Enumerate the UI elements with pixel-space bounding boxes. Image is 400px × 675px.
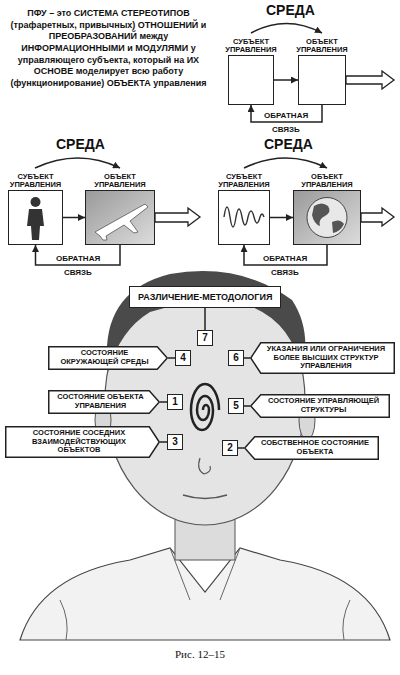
connector <box>244 245 327 265</box>
person-icon <box>27 197 44 240</box>
node-text: 2 <box>223 441 237 454</box>
callout-arrow: СОСТОЯНИЕ ОКРУЖАЮЩЕЙ СРЕДЫ <box>48 346 168 370</box>
feedback-label: СВЯЗЬ <box>271 268 299 277</box>
callout-outline <box>6 427 160 458</box>
connector <box>204 308 206 330</box>
feedback-label: СВЯЗЬ <box>64 268 92 277</box>
callout-arrow: СОСТОЯНИЕ УПРАВЛЯЮЩЕЙ СТРУКТУРЫ <box>250 394 390 418</box>
connector <box>270 217 293 219</box>
control-block: ОБЪЕКТ УПРАВЛЕНИЯ <box>298 55 346 105</box>
environment-label: СРЕДА <box>56 136 105 152</box>
callout-number: 7 <box>197 330 213 346</box>
control-block: ОБЪЕКТ УПРАВЛЕНИЯ <box>85 190 155 245</box>
connector <box>274 79 298 81</box>
connector <box>160 441 167 443</box>
figure-caption: Рис. 12–15 <box>175 648 225 660</box>
callout-arrow: СОСТОЯНИЕ СОСЕДНИХ ВЗАИМОДЕЙСТВУЮЩИХ ОБЪ… <box>5 426 160 458</box>
node-text: 5 <box>229 399 243 412</box>
airplane-icon <box>86 191 154 244</box>
node-text: 1 <box>168 395 182 408</box>
environment-label: СРЕДА <box>264 136 313 152</box>
node-text: 4 <box>176 351 190 364</box>
callout-outline <box>251 343 395 374</box>
callout-number: 5 <box>228 398 244 414</box>
callout-arrow: УКАЗАНИЯ ИЛИ ОГРАНИЧЕНИЯ БОЛЕЕ ВЫСШИХ СТ… <box>250 342 395 374</box>
node-text: СОБСТВЕННОЕ СОСТОЯНИЕ ОБЪЕКТА <box>256 439 374 456</box>
callout-outline <box>245 437 379 460</box>
globe-icon <box>294 191 360 244</box>
callout-number: 1 <box>167 394 183 410</box>
callout-outline <box>251 395 390 418</box>
connector <box>63 217 85 219</box>
block-heading: ОБЪЕКТ УПРАВЛЕНИЯ <box>294 173 360 190</box>
callout-arrow: СОБСТВЕННОЕ СОСТОЯНИЕ ОБЪЕКТА <box>244 436 379 460</box>
callout-arrow: СОСТОЯНИЕ ОБЪЕКТА УПРАВЛЕНИЯ <box>48 390 160 414</box>
callout-number: 2 <box>222 440 238 456</box>
connector <box>244 357 250 359</box>
spiral <box>191 384 219 430</box>
edge-label: ОБРАТНАЯ <box>54 254 102 263</box>
node-text: 6 <box>229 351 243 364</box>
node-text: 7 <box>198 331 212 344</box>
node-text: СОСТОЯНИЕ ОБЪЕКТА УПРАВЛЕНИЯ <box>53 393 148 410</box>
node-text: СОСТОЯНИЕ ОКРУЖАЮЩЕЙ СРЕДЫ <box>53 349 156 366</box>
definition-text: ПФУ – это СИСТЕМА СТЕРЕОТИПОВ (трафаретн… <box>6 8 211 90</box>
block-heading: СУБЪЕКТ УПРАВЛЕНИЯ <box>218 38 284 55</box>
control-block: СУБЪЕКТ УПРАВЛЕНИЯ <box>218 190 270 245</box>
edge-label: ОБРАТНАЯ <box>262 111 310 120</box>
connector <box>160 401 167 403</box>
callout-number: 4 <box>175 350 191 366</box>
connector <box>251 105 322 122</box>
node-text: 3 <box>168 435 182 448</box>
control-block: СУБЪЕКТ УПРАВЛЕНИЯ <box>8 190 63 245</box>
block-heading: СУБЪЕКТ УПРАВЛЕНИЯ <box>3 173 69 190</box>
callout-outline <box>49 347 168 370</box>
wave-icon <box>224 207 264 227</box>
connector <box>238 447 244 449</box>
node-text: СОСТОЯНИЕ СОСЕДНИХ ВЗАИМОДЕЙСТВУЮЩИХ ОБЪ… <box>10 429 148 455</box>
methodology-box: РАЗЛИЧЕНИЕ-МЕТОДОЛОГИЯ <box>129 286 281 308</box>
block-heading: ОБЪЕКТ УПРАВЛЕНИЯ <box>289 38 355 55</box>
connector <box>244 405 250 407</box>
callout-number: 3 <box>167 434 183 450</box>
connector <box>168 357 175 359</box>
connector <box>36 245 121 265</box>
callout-outline <box>49 391 160 414</box>
block-heading: СУБЪЕКТ УПРАВЛЕНИЯ <box>211 173 277 190</box>
block-heading: ОБЪЕКТ УПРАВЛЕНИЯ <box>87 173 153 190</box>
node-text: УКАЗАНИЯ ИЛИ ОГРАНИЧЕНИЯ БОЛЕЕ ВЫСШИХ СТ… <box>262 345 390 371</box>
control-block: СУБЪЕКТ УПРАВЛЕНИЯ <box>228 55 274 105</box>
feedback-label: СВЯЗЬ <box>272 125 300 134</box>
callout-number: 6 <box>228 350 244 366</box>
node-text: СОСТОЯНИЕ УПРАВЛЯЮЩЕЙ СТРУКТУРЫ <box>262 397 385 414</box>
edge-label: ОБРАТНАЯ <box>261 254 309 263</box>
environment-label: СРЕДА <box>266 2 315 18</box>
node-text: РАЗЛИЧЕНИЕ-МЕТОДОЛОГИЯ <box>138 292 272 302</box>
control-block: ОБЪЕКТ УПРАВЛЕНИЯ <box>293 190 361 245</box>
